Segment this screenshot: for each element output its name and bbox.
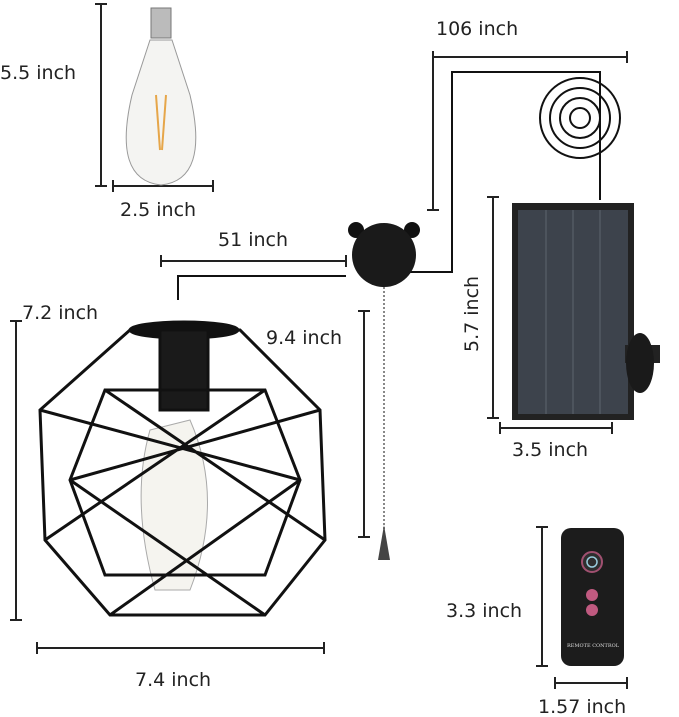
pull-chain-label: 9.4 inch [266, 327, 343, 349]
lamp-cage [38, 320, 327, 617]
panel-cable-label: 106 inch [436, 18, 519, 40]
shade-height-label: 7.2 inch [22, 302, 99, 324]
remote-control [561, 528, 624, 666]
switch-box [348, 222, 420, 560]
solar-panel [512, 203, 660, 420]
dimension-lines [10, 3, 628, 689]
panel-width-label: 3.5 inch [512, 439, 589, 461]
shade-width-label: 7.4 inch [135, 669, 212, 691]
remote-height-label: 3.3 inch [446, 600, 523, 622]
remote-label: REMOTE CONTROL [566, 643, 620, 649]
bulb-height-label: 5.5 inch [0, 62, 77, 84]
cables [177, 71, 621, 300]
bulb-width-label: 2.5 inch [120, 199, 197, 221]
panel-height-label: 5.7 inch [461, 275, 483, 352]
bulb [125, 7, 197, 186]
remote-width-label: 1.57 inch [538, 696, 627, 717]
lamp-cable-label: 51 inch [218, 229, 289, 251]
